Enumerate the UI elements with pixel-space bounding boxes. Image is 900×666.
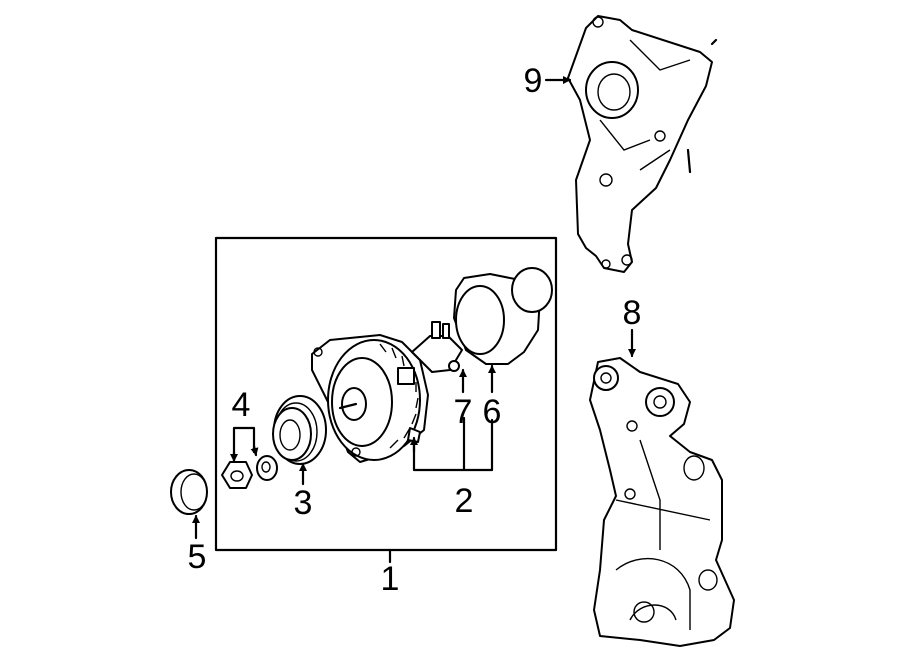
callout-9: 9 (523, 62, 543, 100)
callout-5: 5 (187, 538, 207, 576)
callout-4: 4 (231, 386, 251, 424)
callout-2: 2 (454, 482, 474, 520)
rear-cover-part-6 (453, 267, 553, 365)
upper-bracket-part-9 (567, 15, 718, 273)
callout-1: 1 (380, 560, 400, 598)
voltage-regulator-part-7 (411, 321, 463, 373)
callout-2-leader (412, 416, 494, 472)
callout-4-leader (232, 426, 256, 462)
callout-8: 8 (622, 294, 642, 332)
lower-bracket-part-8 (589, 357, 735, 647)
alternator-body (311, 334, 429, 463)
callout-6: 6 (482, 393, 502, 431)
seal-cap-part-5 (170, 469, 208, 515)
alternator-assembly-box (214, 236, 558, 552)
callout-7: 7 (453, 393, 473, 431)
nut-washer-part-4 (221, 455, 278, 489)
pulley-part-3 (272, 395, 327, 465)
callout-3: 3 (293, 484, 313, 522)
